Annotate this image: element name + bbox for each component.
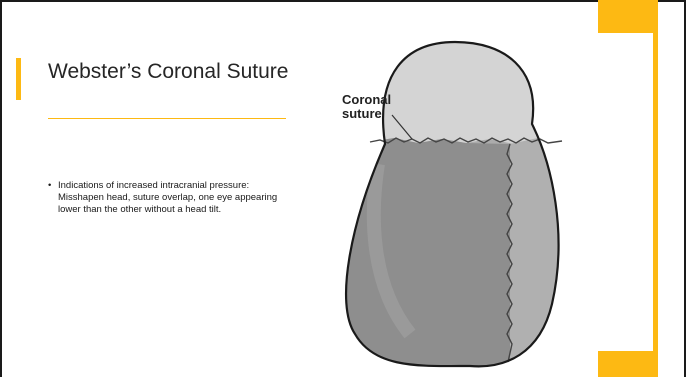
- callout-line-2: suture: [342, 107, 391, 121]
- frontal-bone: [300, 4, 596, 144]
- left-parietal-bone: [300, 138, 510, 377]
- accent-bar-right-cutout: [598, 33, 653, 351]
- coronal-suture-label: Coronal suture: [342, 93, 391, 121]
- skull-fill: [300, 4, 596, 377]
- skull-illustration: Coronal suture: [300, 4, 596, 377]
- right-parietal-bone: [510, 138, 596, 377]
- bullet-text: Indications of increased intracranial pr…: [58, 180, 277, 215]
- bullet-item: • Indications of increased intracranial …: [48, 180, 288, 216]
- callout-line-1: Coronal: [342, 93, 391, 107]
- slide-border-left: [0, 0, 2, 377]
- slide-border-top: [0, 0, 686, 2]
- bullet-list: • Indications of increased intracranial …: [48, 180, 288, 216]
- accent-bar-left: [16, 58, 21, 100]
- slide-title: Webster’s Coronal Suture: [48, 58, 298, 86]
- title-underline: [48, 118, 286, 119]
- skull-diagram: [300, 4, 596, 377]
- bullet-marker: •: [48, 180, 51, 192]
